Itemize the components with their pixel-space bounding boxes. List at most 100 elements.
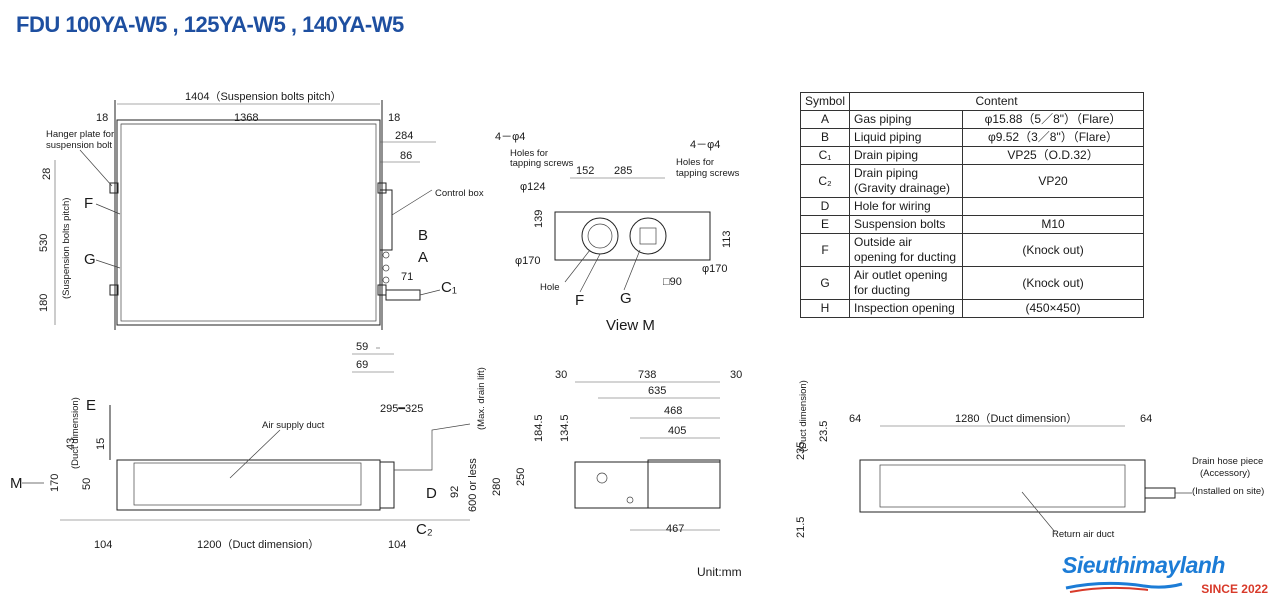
view-m-G: G: [620, 290, 632, 307]
label-F: F: [84, 195, 93, 212]
dim-180: 180: [38, 294, 50, 312]
dim-468: 468: [664, 405, 682, 417]
cell-content: (450×450): [962, 299, 1145, 318]
cell-content: [962, 197, 1145, 216]
label-A: A: [418, 249, 428, 266]
cell-symbol: G: [799, 266, 851, 300]
holes-right-text-2: tapping screws: [676, 168, 740, 179]
cell-symbol: A: [799, 110, 851, 129]
holes-right-count: 4－φ4: [690, 139, 720, 151]
unit-label: Unit:mm: [697, 565, 742, 579]
dim-phi170-right: φ170: [702, 263, 728, 275]
label-M: M: [10, 475, 23, 492]
hole-label: Hole: [540, 282, 560, 293]
control-box-label: Control box: [435, 188, 484, 199]
view-m-F: F: [575, 292, 584, 309]
cell-description: Drain piping (Gravity drainage): [849, 164, 964, 198]
side-view: 30 738 30 635 468 405 184.5 134.5 250 46…: [515, 369, 742, 535]
cell-content: (Knock out): [962, 266, 1145, 300]
dim-405: 405: [668, 425, 686, 437]
holes-right-text-1: Holes for: [676, 157, 714, 168]
view-m-title: View M: [606, 317, 655, 334]
dim-30-left: 30: [555, 369, 567, 381]
header-content: Content: [849, 92, 1145, 111]
dim-738: 738: [638, 369, 656, 381]
dim-15: 15: [95, 438, 107, 450]
dim-71: 71: [401, 271, 413, 283]
brand-logo: Sieuthimaylanh SINCE 2022: [1062, 552, 1274, 600]
dim-635: 635: [648, 385, 666, 397]
cell-content: VP25（O.D.32）: [962, 146, 1145, 165]
holes-left-count: 4－φ4: [495, 131, 525, 143]
dim-152: 152: [576, 165, 594, 177]
duct-dimension-vertical-2: (Duct dimension): [798, 380, 809, 452]
front-view: 104 1200（Duct dimension） 104 (Duct dimen…: [10, 367, 503, 551]
dim-phi124: φ124: [520, 181, 546, 193]
dim-43: 43: [65, 438, 77, 450]
hanger-label-2: suspension bolt: [46, 140, 112, 151]
cell-content: (Knock out): [962, 233, 1145, 267]
cell-symbol: B: [799, 128, 851, 147]
dim-92: 92: [449, 486, 461, 498]
label-C2: C₂: [416, 521, 433, 538]
dim-sq90: □90: [663, 276, 682, 288]
dim-1404: 1404（Suspension bolts pitch）: [185, 90, 342, 103]
cell-symbol: C₁: [799, 146, 851, 165]
brand-since: SINCE 2022: [1201, 582, 1268, 596]
dim-113: 113: [721, 230, 733, 248]
cell-symbol: C₂: [799, 164, 851, 198]
dim-64-left: 64: [849, 413, 861, 425]
cell-symbol: D: [799, 197, 851, 216]
dim-28: 28: [41, 168, 53, 180]
dim-50: 50: [81, 478, 93, 490]
cell-symbol: F: [799, 233, 851, 267]
dim-18-right: 18: [388, 112, 400, 124]
dim-530: 530: [38, 234, 50, 252]
label-B: B: [418, 227, 428, 244]
cell-description: Drain piping: [849, 146, 964, 165]
dim-295-325: 295━325: [380, 403, 423, 415]
swoosh-icon: [1065, 581, 1183, 593]
cell-description: Outside air opening for ducting: [849, 233, 964, 267]
dim-69: 69: [356, 359, 368, 371]
dim-64-right: 64: [1140, 413, 1152, 425]
dim-280: 280: [491, 478, 503, 496]
cell-description: Air outlet opening for ducting: [849, 266, 964, 300]
rear-view: 64 1280（Duct dimension） 64 (Duct dimensi…: [795, 380, 1264, 540]
accessory-label: (Accessory): [1200, 468, 1250, 479]
dim-21-5: 21.5: [795, 517, 807, 538]
cell-content: φ9.52（3／8"）（Flare）: [962, 128, 1145, 147]
cell-symbol: E: [799, 215, 851, 234]
brand-name: Sieuthimaylanh: [1062, 552, 1225, 578]
dim-250: 250: [515, 468, 527, 486]
header-symbol: Symbol: [799, 92, 851, 111]
dim-1280: 1280（Duct dimension）: [955, 412, 1077, 425]
dim-30-right: 30: [730, 369, 742, 381]
page-title: FDU 100YA-W5 , 125YA-W5 , 140YA-W5: [16, 12, 404, 37]
holes-left-text-1: Holes for: [510, 148, 548, 159]
installed-label: (Installed on site): [1192, 486, 1264, 497]
max-drain-lift: (Max. drain lift): [476, 367, 487, 430]
cell-content: VP20: [962, 164, 1145, 198]
drain-hose-label: Drain hose piece: [1192, 456, 1263, 467]
cell-description: Gas piping: [849, 110, 964, 129]
air-supply-label: Air supply duct: [262, 420, 325, 431]
dim-1368: 1368: [234, 112, 258, 124]
dim-600: 600 or less: [467, 458, 479, 512]
cell-content: M10: [962, 215, 1145, 234]
dim-104-left: 104: [94, 539, 112, 551]
dim-18-left: 18: [96, 112, 108, 124]
cell-description: Liquid piping: [849, 128, 964, 147]
dim-170: 170: [49, 474, 61, 492]
holes-left-text-2: tapping screws: [510, 158, 574, 169]
